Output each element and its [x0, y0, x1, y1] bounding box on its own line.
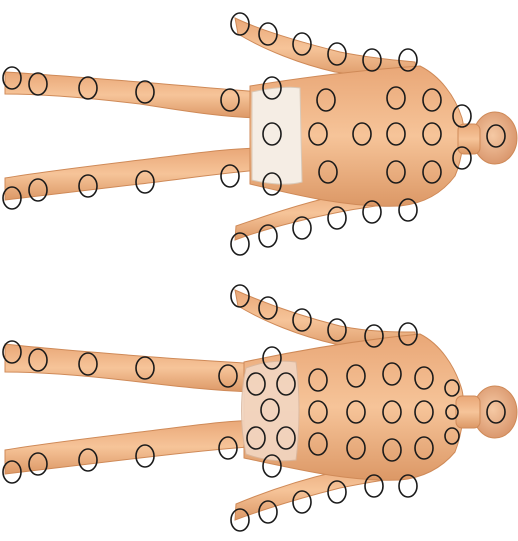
front-neck [456, 396, 480, 428]
back-lower-leg [5, 148, 264, 200]
figure-back-view [3, 13, 517, 255]
back-neck [458, 124, 480, 154]
figure-front-view [3, 285, 517, 531]
back-underwear [252, 87, 302, 184]
back-upper-leg [5, 72, 264, 118]
front-lower-leg [5, 420, 264, 474]
